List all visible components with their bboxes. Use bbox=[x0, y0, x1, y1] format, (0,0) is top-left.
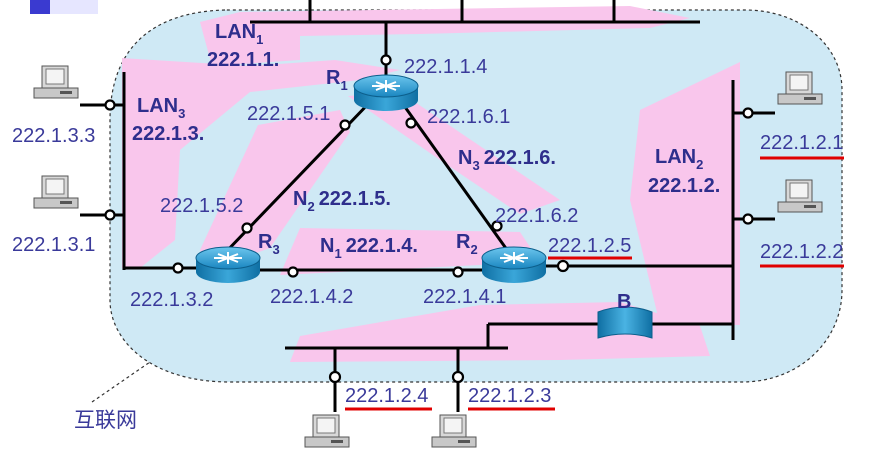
ip-host-lan2-d: 222.1.2.3 bbox=[468, 385, 551, 407]
ip-r1-lan1: 222.1.1.4 bbox=[404, 56, 487, 78]
lan2-network: 222.1.2. bbox=[648, 175, 720, 197]
ip-r1-n2: 222.1.5.1 bbox=[247, 103, 330, 125]
ip-r2-n1: 222.1.4.1 bbox=[423, 286, 506, 308]
lan1-label: LAN1 bbox=[215, 21, 263, 47]
ip-host-lan3-b: 222.1.3.1 bbox=[12, 234, 95, 256]
lan3-label: LAN3 bbox=[137, 95, 185, 121]
router-r2-label: R2 bbox=[456, 231, 478, 257]
ip-host-lan2-b: 222.1.2.2 bbox=[760, 241, 843, 263]
host-computer-icon[interactable] bbox=[33, 65, 79, 99]
corner-mark bbox=[30, 0, 50, 14]
lan3-network: 222.1.3. bbox=[132, 123, 204, 145]
host-computer-icon[interactable] bbox=[33, 175, 79, 209]
ip-r3-n1: 222.1.4.2 bbox=[270, 286, 353, 308]
lan1-bus bbox=[250, 0, 700, 82]
ip-r1-n3: 222.1.6.1 bbox=[427, 106, 510, 128]
router-r2[interactable] bbox=[481, 246, 547, 283]
lan2-label: LAN2 bbox=[655, 146, 703, 172]
caption-pointer bbox=[91, 361, 151, 403]
internet-caption: 互联网 bbox=[74, 408, 137, 432]
bridge-label: B bbox=[617, 291, 631, 313]
host-computer-icon[interactable] bbox=[431, 414, 477, 448]
interface-ports bbox=[104, 54, 754, 384]
router-r3-label: R3 bbox=[258, 231, 280, 257]
lan3-bus bbox=[80, 72, 200, 270]
link-n3 bbox=[398, 99, 512, 255]
ip-r2-lan2: 222.1.2.5 bbox=[548, 235, 631, 257]
bridge-device[interactable] bbox=[597, 306, 653, 339]
router-r1-label: R1 bbox=[326, 67, 348, 93]
ip-r2-n3: 222.1.6.2 bbox=[495, 205, 578, 227]
lan2-bus bbox=[285, 80, 775, 412]
ip-host-lan2-a: 222.1.2.1 bbox=[760, 132, 843, 154]
ip-r3-n2: 222.1.5.2 bbox=[160, 195, 243, 217]
host-computer-icon[interactable] bbox=[304, 414, 350, 448]
lan1-network: 222.1.1. bbox=[207, 49, 279, 71]
ip-host-lan3-a: 222.1.3.3 bbox=[12, 125, 95, 147]
router-r1[interactable] bbox=[353, 74, 419, 111]
red-underlines bbox=[345, 156, 844, 411]
corner-mark bbox=[50, 0, 98, 14]
router-r3[interactable] bbox=[195, 246, 261, 283]
ip-host-lan2-c: 222.1.2.4 bbox=[345, 385, 428, 407]
ip-r3-lan3: 222.1.3.2 bbox=[130, 289, 213, 311]
